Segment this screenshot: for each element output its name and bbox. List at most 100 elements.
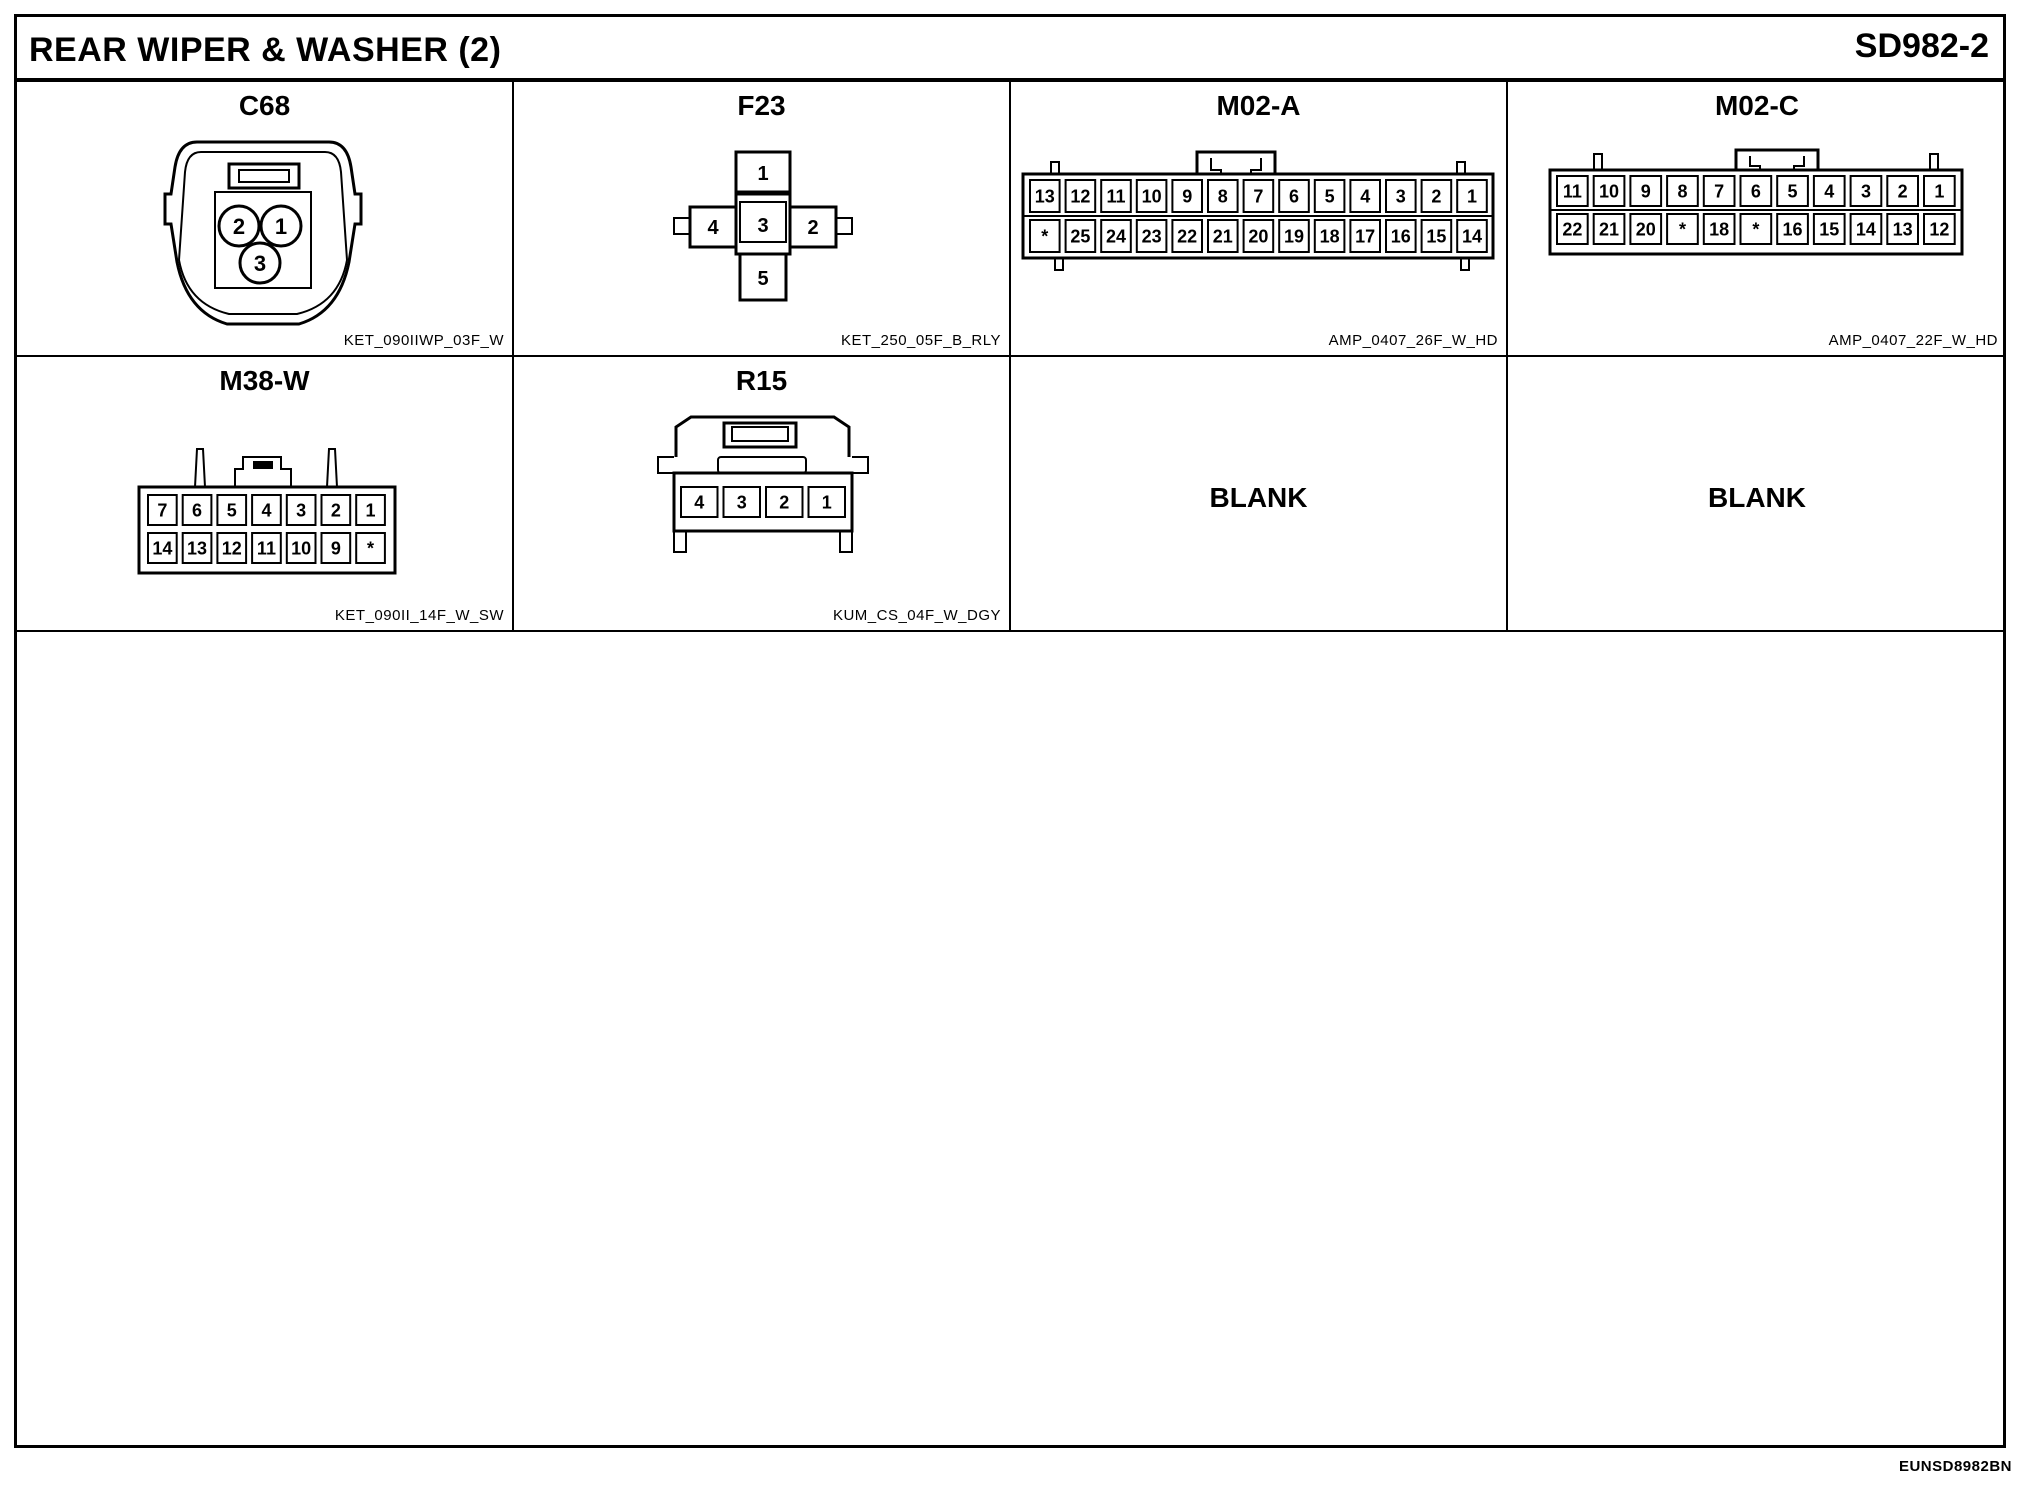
pin-cell bbox=[320, 532, 352, 564]
pin-cell bbox=[1029, 179, 1061, 213]
pin-label: 8 bbox=[1218, 186, 1228, 206]
pin-cell bbox=[1171, 219, 1203, 253]
pin-label: 7 bbox=[157, 500, 167, 520]
pin-label: 11 bbox=[257, 538, 276, 558]
blank-label: BLANK bbox=[1209, 482, 1308, 513]
pin-label: 4 bbox=[707, 217, 719, 239]
pin-label: 1 bbox=[1934, 181, 1944, 201]
pin-label: 16 bbox=[1391, 226, 1411, 246]
pin-cell bbox=[1923, 213, 1956, 245]
pin-cell bbox=[1313, 219, 1346, 253]
cell-blank-2: BLANK bbox=[1508, 357, 2006, 632]
pin-label: 3 bbox=[1861, 181, 1871, 201]
pin-cell bbox=[680, 486, 719, 518]
pin-cell bbox=[216, 494, 248, 526]
pin-label: 21 bbox=[1599, 219, 1619, 239]
pin-label: 13 bbox=[187, 538, 207, 558]
blank-label: BLANK bbox=[1708, 482, 1806, 513]
pin-label: 22 bbox=[1177, 226, 1197, 246]
pin-cell bbox=[1556, 213, 1589, 245]
pin-label: 14 bbox=[152, 538, 172, 558]
pin-label: 4 bbox=[1360, 186, 1370, 206]
pin-cell bbox=[1313, 179, 1346, 213]
pin-label: 9 bbox=[331, 538, 341, 558]
pin-label: 15 bbox=[1819, 219, 1839, 239]
connector-title: M02-C bbox=[1714, 90, 1799, 121]
connector-part-number: KET_090II_14F_W_SW bbox=[334, 607, 504, 624]
pin-cell bbox=[251, 494, 282, 526]
pin-cell bbox=[1171, 179, 1203, 213]
pin-label: 1 bbox=[275, 214, 287, 239]
pin-label: 4 bbox=[261, 500, 271, 520]
cell-blank-1: BLANK bbox=[1011, 357, 1508, 632]
pin-cell bbox=[1349, 179, 1381, 213]
pin-label: 6 bbox=[192, 500, 202, 520]
pin-label: 8 bbox=[1677, 181, 1687, 201]
title-bar: REAR WIPER & WASHER (2) SD982-2 bbox=[17, 17, 2003, 82]
pin-label: 1 bbox=[757, 163, 768, 185]
pin-cell bbox=[1739, 175, 1773, 207]
pin-label: 12 bbox=[1929, 219, 1949, 239]
cell-f23: F23 1 4 3 2 5 KET_250_05F_B_RLY bbox=[514, 82, 1011, 357]
drawing-code: EUNSD8982BN bbox=[1898, 1458, 2012, 1475]
pin-label: 21 bbox=[1213, 226, 1233, 246]
pin-cell bbox=[1629, 175, 1663, 207]
pin-cell bbox=[1776, 213, 1809, 245]
pin-label: 14 bbox=[1462, 226, 1482, 246]
pin-label: 5 bbox=[227, 500, 237, 520]
pin-cell bbox=[807, 486, 846, 518]
connector-c68-drawing: 2 1 3 bbox=[163, 140, 363, 326]
pin-label: 2 bbox=[1898, 181, 1908, 201]
connector-title: M38-W bbox=[219, 365, 310, 396]
pin-cell bbox=[1812, 213, 1846, 245]
diagram-frame: REAR WIPER & WASHER (2) SD982-2 C68 2 1 … bbox=[14, 14, 2006, 1448]
pin-label: 20 bbox=[1636, 219, 1656, 239]
pin-cell bbox=[1849, 213, 1883, 245]
pin-cell bbox=[1556, 175, 1589, 207]
pin-label: 3 bbox=[254, 251, 266, 276]
pin-label: 13 bbox=[1893, 219, 1913, 239]
pin-label: 13 bbox=[1035, 186, 1055, 206]
pin-label: 14 bbox=[1856, 219, 1876, 239]
pin-label: 3 bbox=[1396, 186, 1406, 206]
pin-cell bbox=[1923, 175, 1956, 207]
pin-cell bbox=[1207, 179, 1239, 213]
pin-label: 11 bbox=[1106, 186, 1125, 206]
connector-part-number: AMP_0407_26F_W_HD bbox=[1328, 332, 1498, 349]
pin-cell bbox=[1064, 179, 1097, 213]
pin-label: * bbox=[1752, 219, 1759, 239]
page-code: SD982-2 bbox=[1854, 27, 1989, 65]
pin-label: 7 bbox=[1714, 181, 1724, 201]
pin-label: 7 bbox=[1253, 186, 1263, 206]
pin-cell bbox=[1278, 179, 1310, 213]
pin-cell bbox=[320, 494, 352, 526]
pin-label: 6 bbox=[1751, 181, 1761, 201]
pin-label: 16 bbox=[1783, 219, 1803, 239]
pin-cell bbox=[1592, 213, 1626, 245]
pin-label: 23 bbox=[1142, 226, 1162, 246]
pin-label: 2 bbox=[1431, 186, 1441, 206]
pin-cell bbox=[1739, 213, 1773, 245]
pin-label: 12 bbox=[222, 538, 242, 558]
pin-label: 4 bbox=[1824, 181, 1834, 201]
pin-cell bbox=[1592, 175, 1626, 207]
pin-cell bbox=[1456, 219, 1488, 253]
pin-cell bbox=[1666, 175, 1699, 207]
pin-label: 12 bbox=[1070, 186, 1090, 206]
pin-label: 10 bbox=[291, 538, 311, 558]
pin-label: 15 bbox=[1426, 226, 1446, 246]
pin-cell bbox=[1029, 219, 1061, 253]
pin-cell bbox=[1456, 179, 1488, 213]
pin-cell bbox=[1064, 219, 1097, 253]
pin-cell bbox=[251, 532, 282, 564]
pin-cell bbox=[1849, 175, 1883, 207]
connector-grid: C68 2 1 3 KET_090IIWP_03F_W F23 bbox=[17, 82, 2006, 632]
pin-cell bbox=[1135, 179, 1168, 213]
pin-label: 2 bbox=[779, 492, 789, 512]
pin-cell bbox=[1100, 219, 1132, 253]
pin-label: 9 bbox=[1641, 181, 1651, 201]
